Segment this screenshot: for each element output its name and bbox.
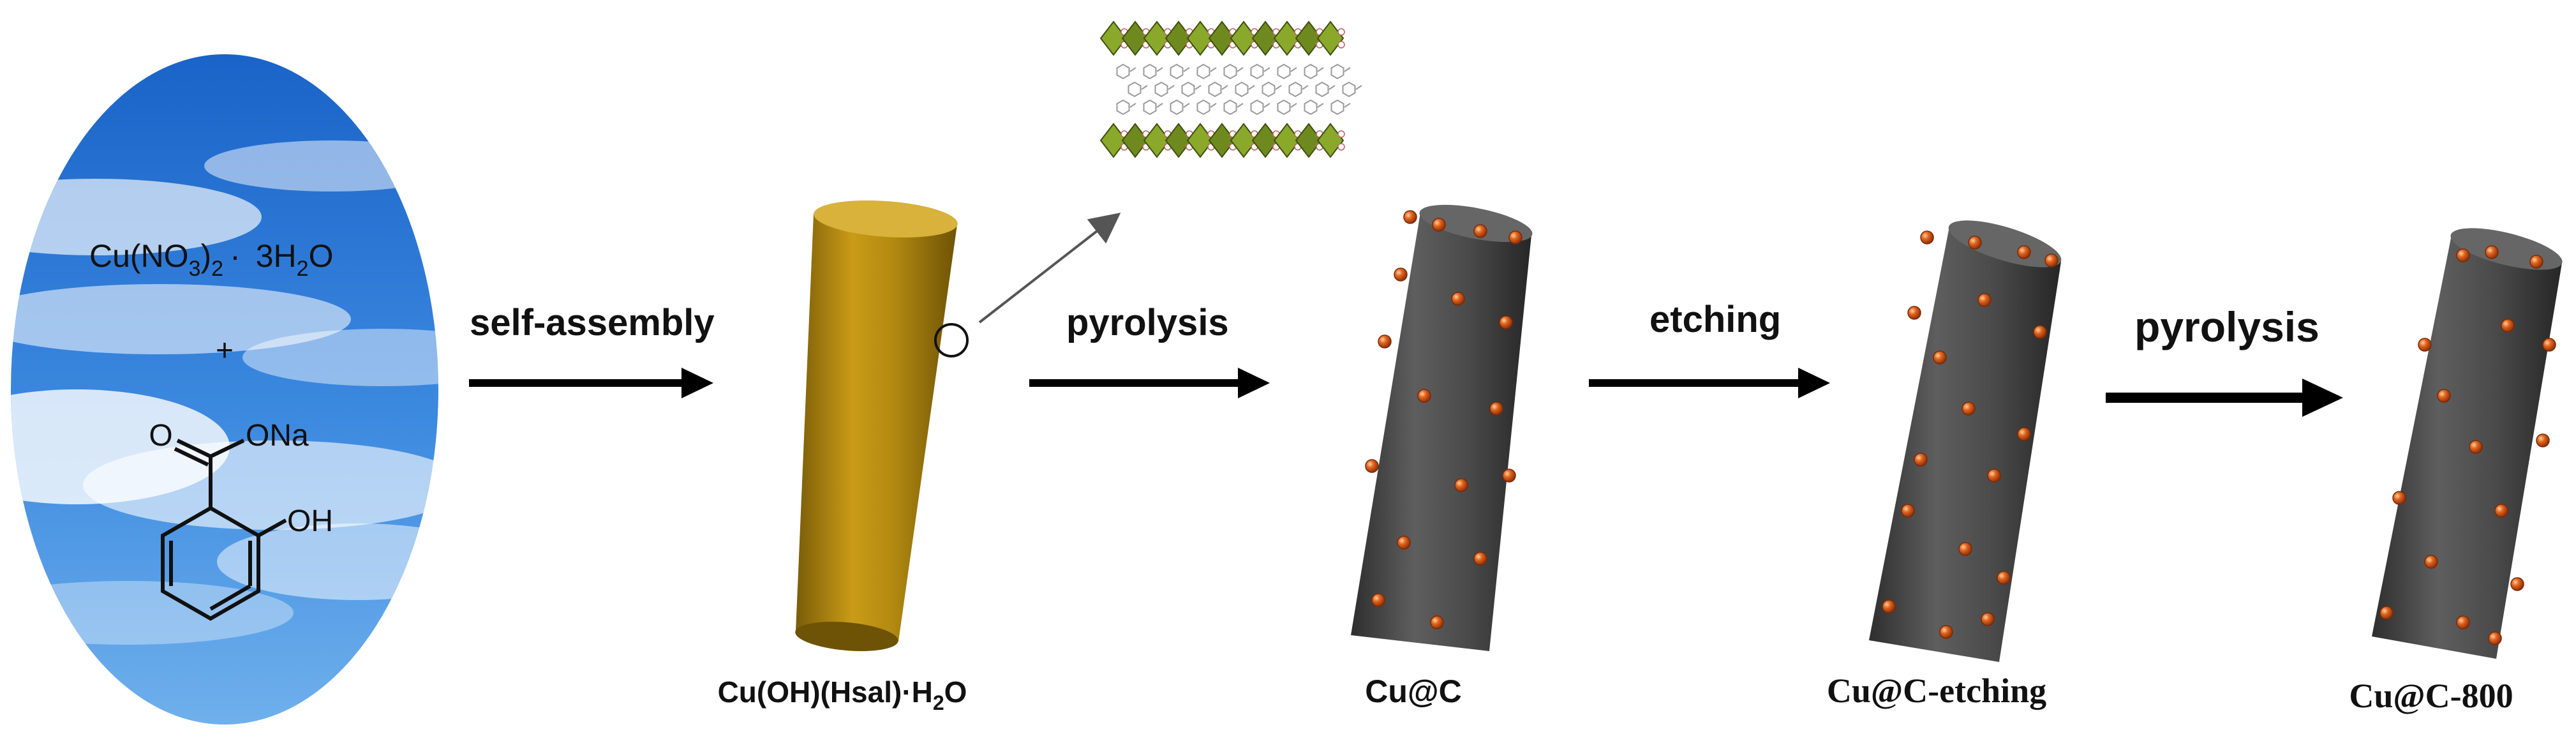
cu-particles <box>1365 210 1523 629</box>
cu-particle <box>2033 325 2047 339</box>
cu-particle <box>1473 552 1487 566</box>
reactant-oval: Cu(NO3)2·3H2O + O ONa OH <box>11 54 438 725</box>
layered-structure-icon <box>1099 20 1362 158</box>
cu-particle <box>1378 334 1392 349</box>
cu-particle <box>2536 433 2550 447</box>
cu-particle <box>2456 248 2470 262</box>
step-label-pyrolysis: pyrolysis <box>2134 303 2319 350</box>
organic-interlayer <box>1116 63 1362 116</box>
cu-particle <box>1432 218 1446 232</box>
cu-particle <box>2485 245 2499 259</box>
cu-particle <box>2501 319 2515 333</box>
cu-particle <box>1502 469 1516 483</box>
cu-particle <box>1508 230 1523 244</box>
step-self-assembly: self-assembly <box>469 302 715 398</box>
cu-particle <box>1914 453 1928 467</box>
product-label-precursor: Cu(OH)(Hsal)·H2O <box>718 675 967 714</box>
magnifier-circle-icon <box>934 323 969 357</box>
sodium-salicylate-structure <box>161 439 287 621</box>
precursor-rod <box>795 200 958 652</box>
cu-particle <box>1907 306 1921 320</box>
cu-particle <box>2456 615 2470 629</box>
product-label-cu-c: Cu@C <box>1365 673 1462 709</box>
reaction-arrowhead <box>1798 368 1830 398</box>
cu-particle <box>1417 389 1431 403</box>
cu-particle <box>2542 338 2556 352</box>
octahedra-layer <box>1099 123 1345 158</box>
cu-particle <box>1454 478 1468 492</box>
cu-particle <box>1371 593 1385 607</box>
cu-particle <box>2424 555 2438 569</box>
cu-particle <box>1473 224 1487 238</box>
cu-particle <box>2017 427 2031 441</box>
reaction-arrowhead <box>681 368 713 398</box>
cu-particle <box>1499 315 1513 329</box>
product-label-cu-c-etching: Cu@C-etching <box>1827 672 2046 710</box>
cu-particle <box>1394 267 1408 282</box>
reaction-arrowhead <box>2302 379 2343 417</box>
octahedra-layer <box>1099 20 1345 56</box>
cu-c-rod <box>1351 204 1533 651</box>
plus-sign: + <box>216 334 234 368</box>
cu-particle <box>1958 542 1972 556</box>
product-label-cu-c-800: Cu@C-800 <box>2349 677 2513 715</box>
cu-particle <box>2488 631 2502 645</box>
cu-particle <box>2418 338 2432 352</box>
copper-nitrate-formula: Cu(NO3)2·3H2O <box>89 238 333 281</box>
cu-particle <box>2437 389 2451 403</box>
cu-particle <box>1939 625 1953 639</box>
cu-particle <box>1977 293 1992 307</box>
cu-particle <box>1968 236 1982 250</box>
cu-particle <box>2379 606 2394 620</box>
carbonyl-oxygen-label: O <box>149 419 172 453</box>
cu-particle <box>1365 459 1379 473</box>
step-pyrolysis-1: pyrolysis <box>1029 302 1270 398</box>
ona-label: ONa <box>246 419 309 453</box>
cu-particle <box>2017 245 2031 259</box>
cu-particle <box>2469 440 2483 454</box>
cu-particle <box>2494 504 2508 518</box>
cu-particle <box>2392 491 2406 505</box>
cu-c-800-rod <box>2372 228 2563 659</box>
step-etching: etching <box>1589 299 1830 398</box>
reaction-arrowhead <box>1238 368 1270 398</box>
step-label-pyrolysis: pyrolysis <box>1066 302 1229 343</box>
cu-particles <box>2379 245 2556 645</box>
step-label-etching: etching <box>1649 299 1781 340</box>
cu-particle <box>2510 577 2524 591</box>
cu-particle <box>1882 599 1896 613</box>
cu-particle <box>1962 402 1976 416</box>
cu-particle <box>2044 253 2059 267</box>
cu-particle <box>1403 210 1417 224</box>
cu-particle <box>1933 350 1947 364</box>
cu-particle <box>2529 255 2543 269</box>
cu-c-etching-rod <box>1869 220 2062 662</box>
cu-particle <box>1901 504 1915 518</box>
step-label-self-assembly: self-assembly <box>470 302 715 343</box>
cu-particle <box>1397 536 1411 550</box>
cu-particle <box>1997 571 2011 585</box>
cu-particle <box>1981 612 1995 626</box>
callout-arrow-icon <box>978 213 1121 324</box>
cu-particle <box>1430 615 1444 629</box>
hydroxyl-label: OH <box>287 504 333 538</box>
cu-particle <box>1489 402 1503 416</box>
step-pyrolysis-2: pyrolysis <box>2106 303 2343 417</box>
cu-particle <box>1920 230 1934 244</box>
cu-particle <box>1451 292 1465 306</box>
cu-particle <box>1987 469 2001 483</box>
cu-particles <box>1882 230 2059 639</box>
